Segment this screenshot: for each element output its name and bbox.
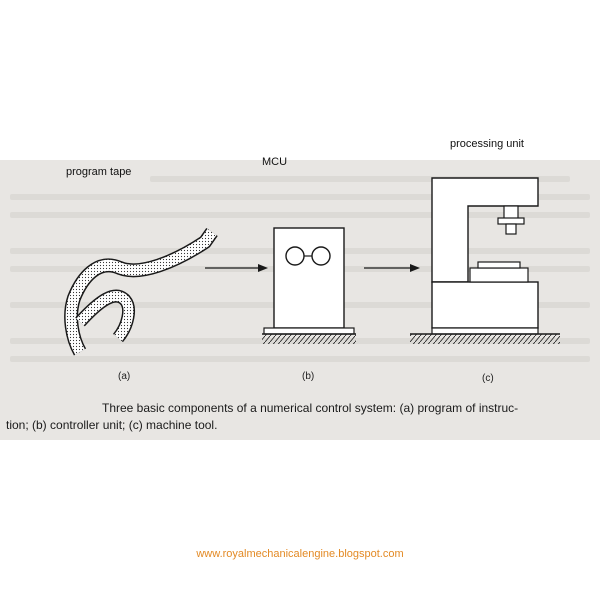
program-tape-illustration: [64, 227, 218, 356]
sublabel-b: (b): [302, 371, 315, 382]
footer-url: www.royalmechanicalengine.blogspot.com: [196, 548, 404, 560]
label-program-tape: program tape: [66, 166, 132, 178]
bleed-through-line: [10, 194, 590, 200]
sublabel-a: (a): [118, 371, 131, 382]
controller-unit-illustration: [262, 227, 356, 344]
bleed-through-line: [150, 176, 570, 182]
arrow-mcu-to-machine: [364, 264, 420, 272]
arrow-tape-to-mcu: [205, 264, 268, 272]
caption-line-1: Three basic components of a numerical co…: [102, 401, 519, 415]
machine-tool-illustration: [410, 177, 560, 344]
bleed-through-line: [10, 356, 590, 362]
caption-line-2: tion; (b) controller unit; (c) machine t…: [6, 418, 218, 432]
bleed-through-line: [10, 212, 590, 218]
label-mcu: MCU: [262, 156, 288, 168]
label-processing-unit: processing unit: [450, 138, 524, 150]
sublabel-c: (c): [482, 373, 494, 384]
figure-caption: Three basic components of a numerical co…: [6, 400, 596, 434]
